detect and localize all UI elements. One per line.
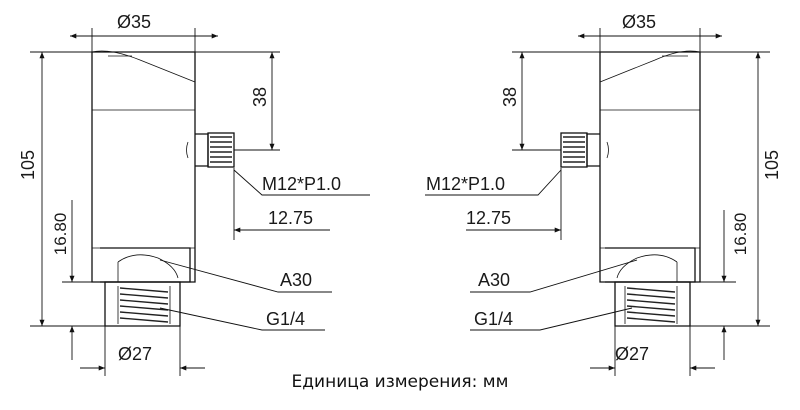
left-dim-bottom-diameter: Ø27 <box>80 326 205 376</box>
right-dim-connector-offset: 12.75 <box>466 168 601 248</box>
svg-text:Ø27: Ø27 <box>118 344 152 364</box>
svg-text:Ø35: Ø35 <box>622 12 656 32</box>
left-dim-top-diameter: Ø35 <box>70 12 218 52</box>
left-dim-total-height: 105 <box>18 51 105 327</box>
left-dim-fitting-height: 16.80 <box>51 200 105 360</box>
right-m12-connector <box>560 132 609 168</box>
left-thread-hatch <box>117 286 171 324</box>
left-m12-connector <box>186 132 235 168</box>
left-dim-connector-height: 38 <box>195 51 280 151</box>
right-dim-total-height: 105 <box>690 51 782 327</box>
right-dim-fitting-height: 16.80 <box>690 210 750 360</box>
svg-text:38: 38 <box>500 87 520 107</box>
svg-text:Ø27: Ø27 <box>615 344 649 364</box>
right-view: Ø35 105 16.80 38 M12*P1.0 <box>425 12 782 376</box>
left-dim-connector-offset: 12.75 <box>194 168 330 248</box>
right-label-hex: A30 <box>470 259 638 293</box>
left-label-hex: A30 <box>159 259 332 293</box>
svg-text:Ø35: Ø35 <box>117 12 151 32</box>
svg-text:105: 105 <box>762 150 782 180</box>
right-dim-bottom-diameter: Ø27 <box>590 326 715 376</box>
svg-text:G1/4: G1/4 <box>474 309 513 329</box>
left-label-process-thread: G1/4 <box>159 307 325 331</box>
svg-text:12.75: 12.75 <box>466 208 511 228</box>
right-dim-top-diameter: Ø35 <box>578 12 722 52</box>
svg-text:38: 38 <box>250 87 270 107</box>
svg-text:16.80: 16.80 <box>731 213 750 256</box>
svg-text:G1/4: G1/4 <box>266 309 305 329</box>
svg-text:105: 105 <box>18 150 38 180</box>
right-thread-hatch <box>624 286 678 324</box>
left-view: Ø35 105 16.80 38 M12*P1.0 <box>18 12 370 376</box>
left-sensor-body <box>91 50 196 327</box>
svg-text:A30: A30 <box>280 270 312 290</box>
units-caption: Единица измерения: мм <box>291 372 509 392</box>
right-sensor-body <box>599 50 701 327</box>
svg-text:M12*P1.0: M12*P1.0 <box>426 174 505 194</box>
right-dim-connector-height: 38 <box>500 51 600 151</box>
right-label-connector-thread: M12*P1.0 <box>425 169 562 196</box>
left-label-connector-thread: M12*P1.0 <box>233 169 370 196</box>
right-label-process-thread: G1/4 <box>470 307 633 331</box>
svg-text:12.75: 12.75 <box>268 208 313 228</box>
svg-text:A30: A30 <box>478 270 510 290</box>
svg-text:M12*P1.0: M12*P1.0 <box>262 174 341 194</box>
svg-text:16.80: 16.80 <box>51 213 70 256</box>
